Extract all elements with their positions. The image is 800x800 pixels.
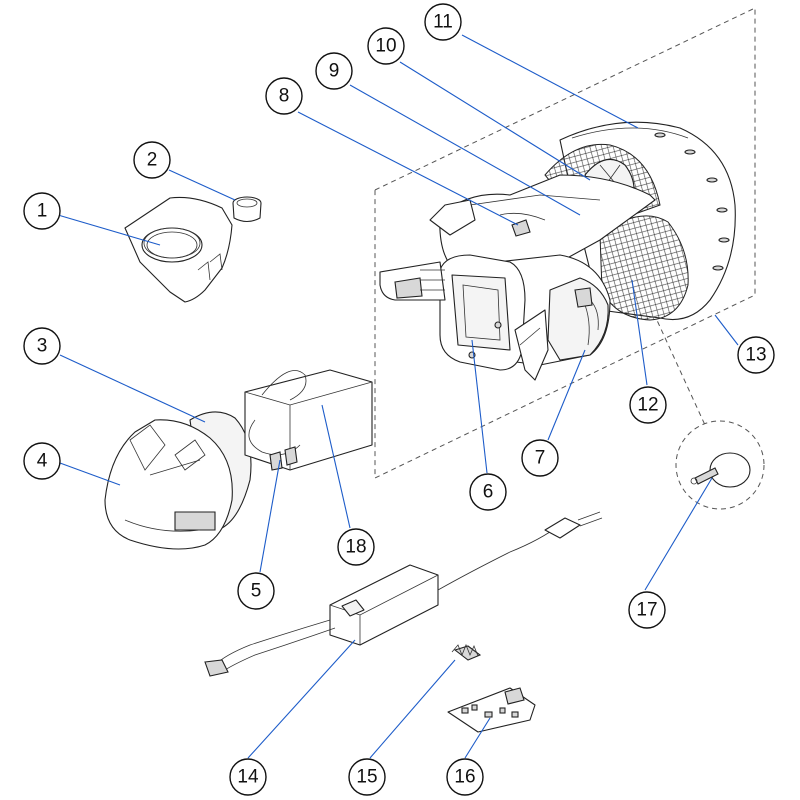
callout-9: 9 [315, 52, 353, 90]
callout-8: 8 [265, 77, 303, 115]
callout-11: 11 [424, 3, 462, 41]
callout-label: 6 [483, 482, 494, 503]
callouts: 1 2 3 4 5 6 7 8 [23, 3, 775, 796]
callout-label: 12 [637, 395, 658, 416]
callout-14: 14 [229, 758, 267, 796]
callout-label: 8 [279, 86, 290, 107]
part-front-cover [124, 196, 233, 303]
part-charger [204, 511, 603, 677]
leader-lines [57, 34, 739, 759]
callout-1: 1 [23, 192, 61, 230]
callout-label: 1 [37, 201, 48, 222]
callout-label: 15 [356, 767, 377, 788]
part-spring [451, 643, 482, 661]
callout-17: 17 [628, 591, 666, 629]
callout-7: 7 [521, 439, 559, 477]
callout-18: 18 [337, 528, 375, 566]
part-handle-housing [104, 419, 233, 550]
callout-6: 6 [469, 473, 507, 511]
callout-4: 4 [23, 442, 61, 480]
part-detail-pin [690, 452, 751, 488]
callout-label: 4 [37, 451, 48, 472]
callout-label: 7 [535, 448, 546, 469]
callout-label: 17 [636, 600, 657, 621]
part-battery [244, 369, 373, 471]
callout-label: 2 [147, 150, 158, 171]
callout-label: 10 [375, 36, 396, 57]
callout-2: 2 [133, 141, 171, 179]
callout-label: 3 [37, 336, 48, 357]
callout-label: 16 [454, 767, 475, 788]
callout-3: 3 [23, 327, 61, 365]
callout-10: 10 [367, 27, 405, 65]
callout-12: 12 [629, 386, 667, 424]
callout-16: 16 [446, 758, 484, 796]
assembly-frame [374, 7, 765, 510]
callout-13: 13 [737, 336, 775, 374]
callout-5: 5 [237, 572, 275, 610]
callout-label: 18 [345, 537, 366, 558]
part-circuit-board [447, 687, 536, 733]
callout-label: 5 [251, 581, 262, 602]
callout-label: 11 [433, 12, 453, 33]
callout-label: 14 [237, 767, 259, 788]
callout-label: 13 [745, 345, 766, 366]
part-scooter-body [379, 121, 736, 381]
part-cap [232, 196, 262, 223]
callout-label: 9 [329, 61, 340, 82]
callout-15: 15 [348, 758, 386, 796]
